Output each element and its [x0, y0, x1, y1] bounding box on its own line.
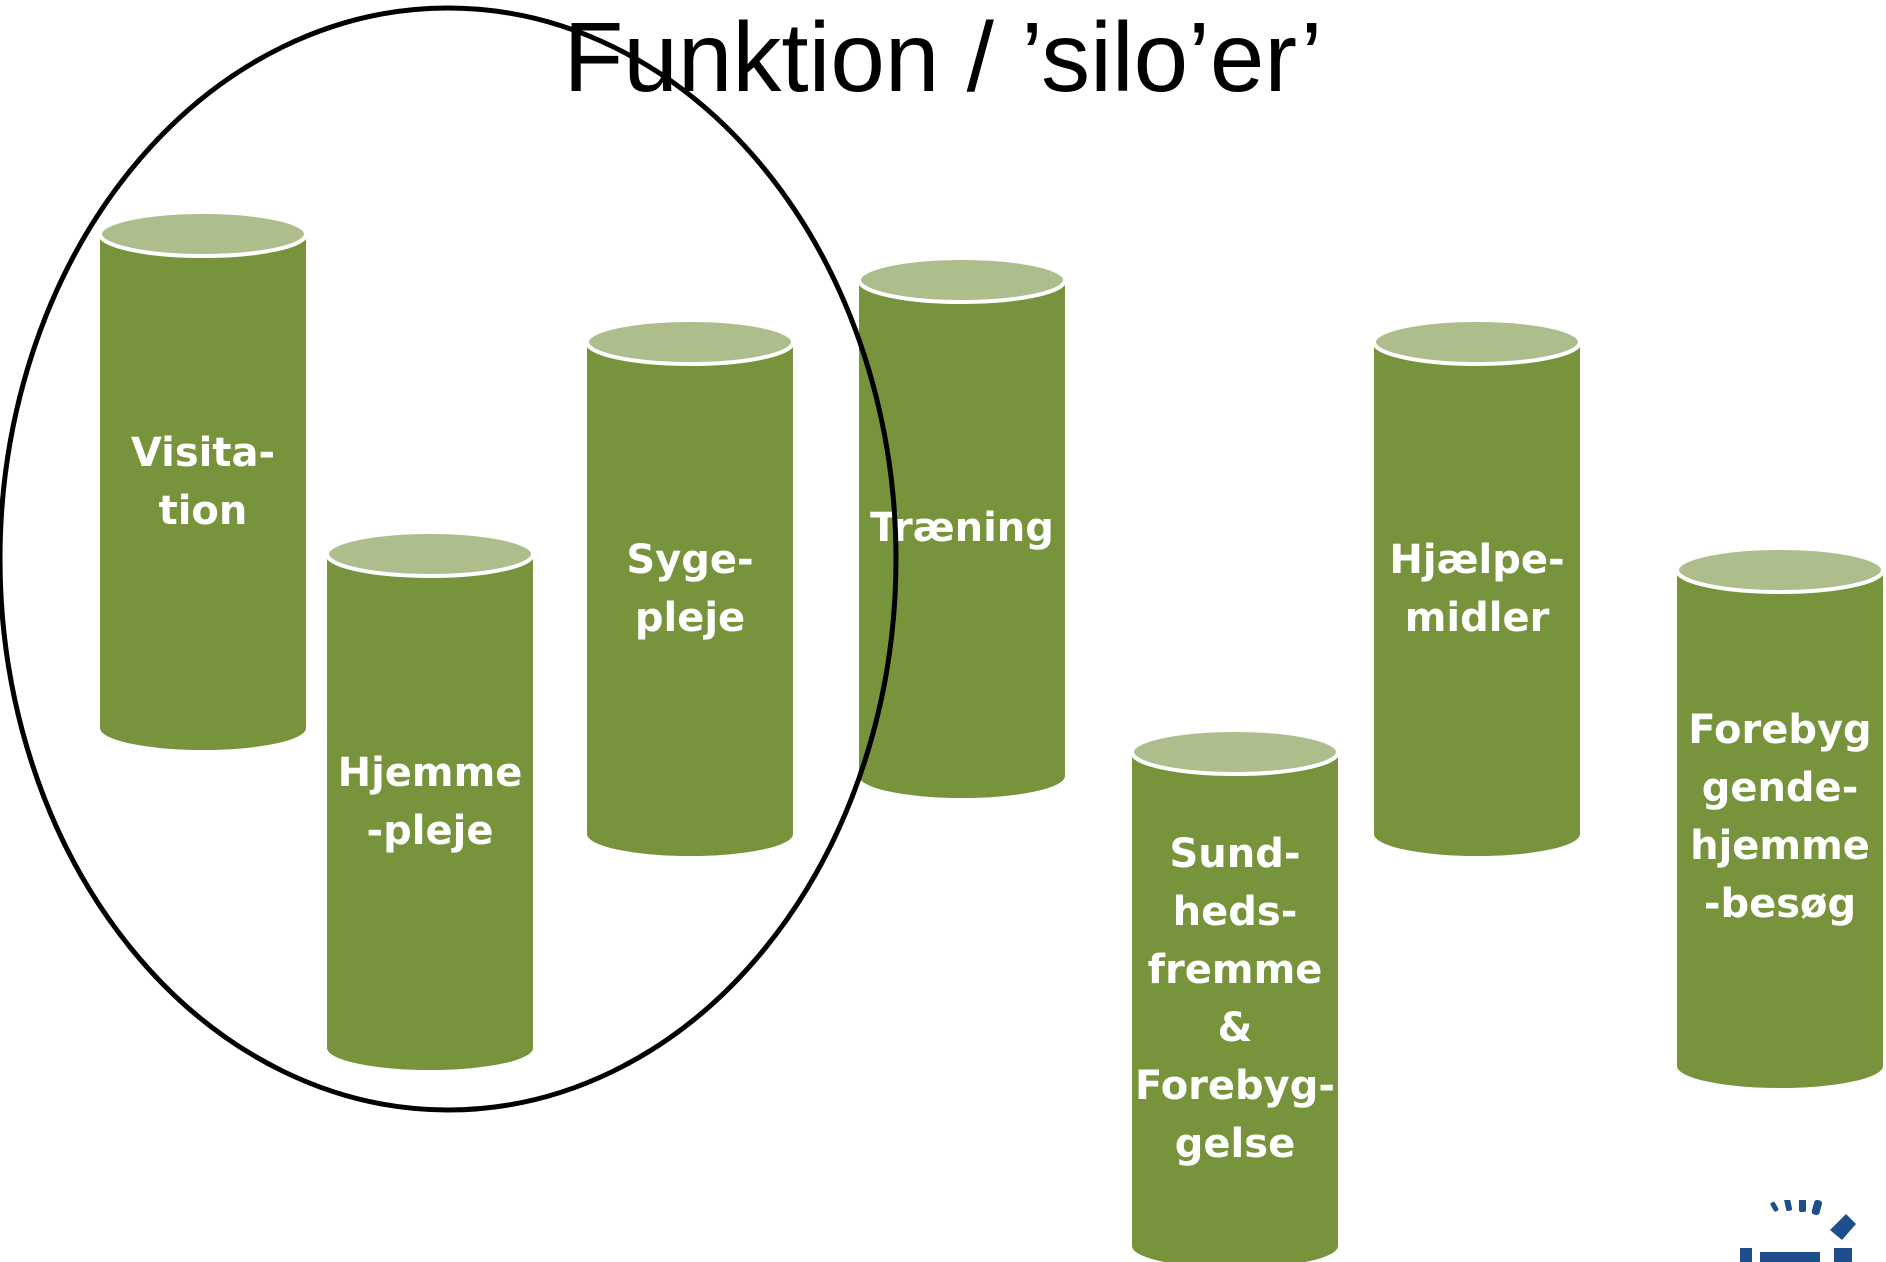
silo-label-line: Sund- — [1170, 831, 1301, 877]
silo-label: Visita-tion — [131, 430, 275, 534]
silo-sundhedsfremme: Sund-heds-fremme & Forebyg-gelse — [1130, 728, 1340, 1262]
logo-mark — [1740, 1200, 1856, 1262]
silo-label-line: -pleje — [367, 808, 494, 854]
logo-shape — [1760, 1252, 1820, 1262]
silo-top — [857, 256, 1067, 304]
logo-shape — [1784, 1200, 1793, 1212]
silo-label: Syge-pleje — [626, 537, 753, 641]
silo-label-line: tion — [159, 488, 248, 534]
silo-label-line: pleje — [635, 595, 745, 641]
silo-label-line: Visita- — [131, 430, 275, 476]
silo-forebyggende: Forebyg gende-hjemme -besøg — [1675, 546, 1885, 1090]
silo-label-line: Hjælpe- — [1389, 537, 1564, 583]
silo-body — [327, 554, 533, 1070]
silo-sygepleje: Syge-pleje — [585, 318, 795, 858]
silo-label: Træning — [870, 505, 1054, 551]
logo-shape — [1834, 1248, 1852, 1262]
silo-top — [1130, 728, 1340, 776]
silo-body — [1677, 570, 1883, 1088]
silo-traening: Træning — [857, 256, 1067, 800]
silo-hjaelpemidler: Hjælpe-midler — [1372, 318, 1582, 858]
silo-label: Hjælpe-midler — [1389, 537, 1564, 641]
silo-label-line: midler — [1405, 595, 1550, 641]
silo-label: Hjemme -pleje — [338, 750, 523, 854]
silo-label-line: Hjemme — [338, 750, 523, 796]
silo-top — [585, 318, 795, 366]
silo-body — [1374, 342, 1580, 856]
group-ellipse — [0, 5, 899, 1113]
silo-label-line: & — [1218, 1005, 1253, 1051]
logo-shape — [1770, 1201, 1779, 1212]
silo-body — [587, 342, 793, 856]
silo-label-line: gelse — [1175, 1121, 1295, 1167]
silo-top — [98, 210, 308, 258]
silo-label: Sund-heds-fremme & Forebyg-gelse — [1135, 831, 1335, 1167]
silo-label-line: Syge- — [626, 537, 753, 583]
silo-body — [100, 234, 306, 750]
logo-shape — [1799, 1200, 1806, 1212]
silo-top — [1372, 318, 1582, 366]
silo-label-line: fremme — [1148, 947, 1323, 993]
logo-shape — [1830, 1214, 1856, 1240]
logo-shape — [1740, 1248, 1752, 1262]
silo-visitation: Visita-tion — [98, 210, 308, 752]
silo-label: Forebyg gende-hjemme -besøg — [1688, 707, 1871, 927]
silo-label-line: heds- — [1173, 889, 1298, 935]
silo-label-line: gende- — [1702, 765, 1859, 811]
silo-hjemmepleje: Hjemme -pleje — [325, 530, 535, 1072]
silo-label-line: hjemme — [1690, 823, 1870, 869]
silo-top — [1675, 546, 1885, 594]
silo-label-line: Forebyg- — [1135, 1063, 1335, 1109]
silo-label-line: -besøg — [1704, 881, 1856, 927]
logo-shape — [1811, 1200, 1823, 1216]
silo-label-line: Forebyg — [1688, 707, 1871, 753]
silo-body — [1132, 752, 1338, 1262]
organisation-logo-icon — [1740, 1200, 1856, 1262]
silo-label-line: Træning — [870, 505, 1054, 551]
silo-body — [859, 280, 1065, 798]
silo-top — [325, 530, 535, 578]
